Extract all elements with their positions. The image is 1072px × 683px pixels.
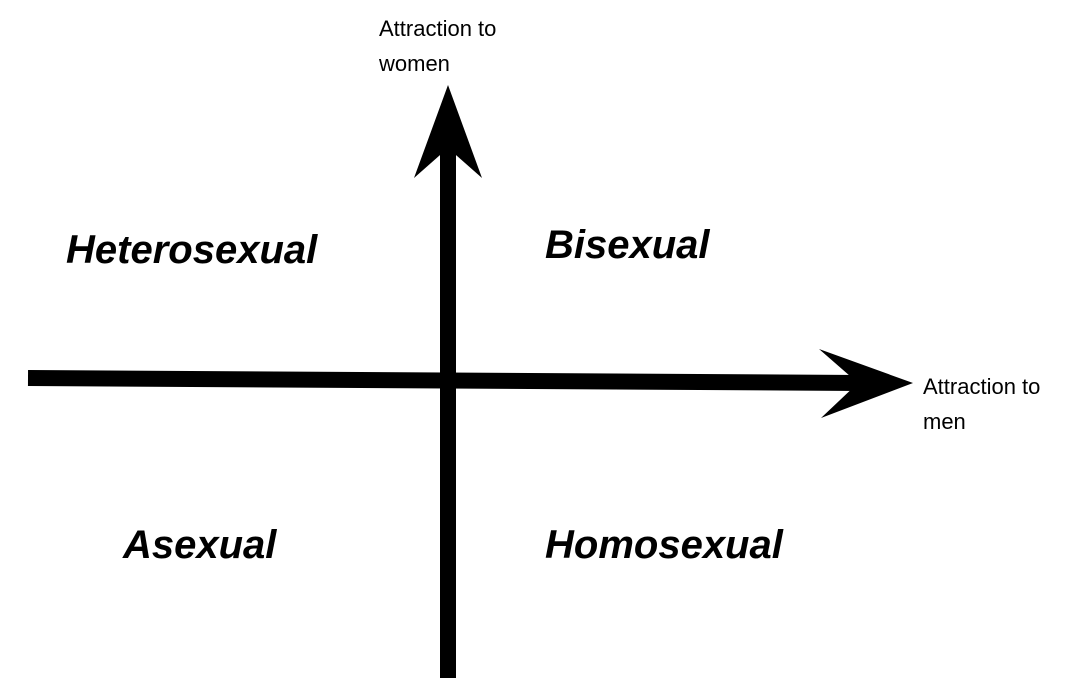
x-axis-arrowhead xyxy=(819,349,913,418)
x-axis-label: Attraction to men xyxy=(923,369,1040,439)
quadrant-label-heterosexual: Heterosexual xyxy=(66,228,318,272)
x-axis-label-line2: men xyxy=(923,409,966,434)
y-axis-arrowhead xyxy=(414,85,482,178)
y-axis-label: Attraction to women xyxy=(379,11,496,81)
quadrant-label-asexual: Asexual xyxy=(123,523,277,567)
x-axis-label-line1: Attraction to xyxy=(923,374,1041,399)
y-axis-label-line1: Attraction to xyxy=(379,16,497,41)
y-axis-label-line2: women xyxy=(379,51,450,76)
quadrant-label-homosexual: Homosexual xyxy=(545,523,783,567)
quadrant-label-bisexual: Bisexual xyxy=(545,223,710,267)
